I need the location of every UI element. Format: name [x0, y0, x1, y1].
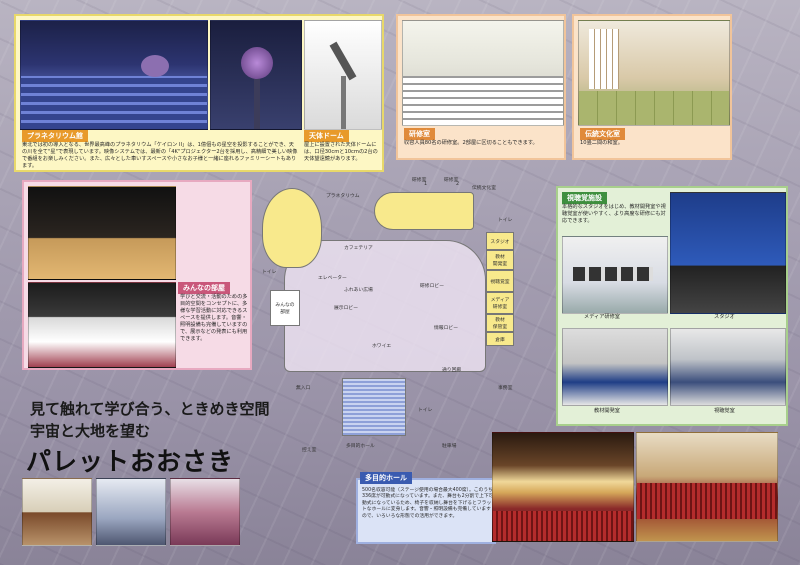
plan-label-training2-num: 2 [456, 182, 460, 187]
plan-label-training1: 研修室 [412, 178, 427, 183]
minna-room-photo-2 [28, 282, 176, 368]
observatory-description: 屋上に設置された天体ドームには、口径30cmと10cmの2台の天体望遠鏡がありま… [304, 142, 378, 162]
plan-storage: 倉庫 [486, 332, 514, 346]
minna-room-caption: みんなの部屋 [178, 282, 230, 294]
plan-label-toilet-mid: トイレ [418, 408, 433, 413]
plan-label-toilet-top: トイレ [498, 218, 513, 223]
telescope-photo [304, 20, 382, 130]
thumbnail-building-3 [170, 478, 240, 546]
material-dev-label: 教材開発室 [594, 408, 620, 414]
plan-label-office: 事務室 [498, 386, 513, 391]
plan-label-training2: 研修室 [444, 178, 459, 183]
minna-room-photo-1 [28, 186, 176, 280]
culture-room-panel: 伝統文化室 10畳二間の和室。 [572, 14, 732, 160]
studio-photo [670, 192, 786, 314]
slogan-line2: 宇宙と大地を望む [30, 422, 151, 440]
plan-label-dressing: 控え室 [302, 448, 317, 453]
training-room-description: 収容人員80名の研修室。2部屋に区切ることもできます。 [404, 140, 538, 146]
plan-label-training-lobby: 研修ロビー [420, 284, 444, 289]
plan-label-exhibit-lobby: 展示ロビー [334, 306, 358, 311]
plan-material-storage: 教材 保管室 [486, 314, 514, 332]
av-facility-panel: 視聴覚施設 本格的なスタジオをはじめ、教材開発室や視聴覚室が使いやすく、より高度… [556, 186, 788, 426]
planetarium-caption: プラネタリウム館 [22, 130, 88, 142]
plan-label-training1-num: 1 [424, 182, 428, 187]
plan-label-culture: 伝統文化室 [472, 186, 496, 191]
projector-photo [210, 20, 302, 130]
plan-label-foyer: ホワイエ [372, 344, 392, 349]
culture-room-caption: 伝統文化室 [580, 128, 625, 140]
plan-label-parking: 駐車場 [442, 444, 457, 449]
planetarium-seats-photo [20, 20, 208, 130]
plan-outline [284, 240, 486, 372]
av-room-photo [670, 328, 786, 406]
plan-av-room: 視聴覚室 [486, 270, 514, 292]
training-room-photo [402, 20, 564, 126]
plan-label-entrance: 無入口 [296, 386, 311, 391]
planetarium-panel: プラネタリウム館 天体ドーム 東北では初の導入となる、世界最高峰のプラネタリウム… [14, 14, 384, 172]
training-room-panel: 研修室 収容人員80名の研修室。2部屋に区切ることもできます。 [396, 14, 566, 160]
slogan-line1: 見て触れて学び合う、ときめき空間 [30, 400, 270, 418]
hall-description: 500名収容可能（ステージ使用の場合最大400席）。このうち336席が可動式にな… [362, 488, 494, 519]
observatory-caption: 天体ドーム [304, 130, 349, 142]
plan-studio: スタジオ [486, 232, 514, 250]
studio-label: スタジオ [714, 314, 735, 320]
media-training-photo [562, 236, 668, 314]
plan-label-cafeteria: カフェテリア [344, 246, 373, 251]
plan-hall [342, 378, 406, 436]
plan-media: メディア 研修室 [486, 292, 514, 314]
av-facility-description: 本格的なスタジオをはじめ、教材開発室や視聴覚室が使いやすく、より高度な研修にも対… [562, 204, 666, 224]
training-room-caption: 研修室 [404, 128, 435, 140]
plan-label-planetarium: プラネタリウム [326, 194, 360, 199]
av-room-label: 視聴覚室 [714, 408, 735, 414]
facility-name: パレットおおさき [26, 447, 235, 476]
japanese-room-photo [578, 20, 730, 126]
plan-training-rooms [374, 192, 474, 230]
minna-room-description: 学びと交流・活動のための多目的空間をコンセプトに、多様な学習活動に対応できるスペ… [180, 294, 248, 342]
hall-seating-photo [636, 432, 778, 542]
culture-room-description: 10畳二間の和室。 [580, 140, 623, 146]
hall-caption: 多目的ホール [360, 472, 412, 484]
plan-label-hall: 多目的ホール [346, 444, 375, 449]
plan-planetarium [262, 188, 322, 268]
plan-label-toilet-left: トイレ [262, 270, 277, 275]
hall-panel: 多目的ホール 500名収容可能（ステージ使用の場合最大400席）。このうち336… [356, 472, 496, 544]
media-training-label: メディア研修室 [584, 314, 620, 320]
material-dev-photo [562, 328, 668, 406]
plan-label-info-lobby: 情報ロビー [434, 326, 458, 331]
plan-material-dev: 教材 開発室 [486, 250, 514, 270]
plan-minna-room: みんなの 部屋 [270, 290, 300, 326]
floor-plan: プラネタリウム 研修室 1 研修室 2 伝統文化室 トイレ スタジオ 教材 開発… [252, 170, 552, 460]
plan-label-elevator: エレベーター [318, 276, 347, 281]
plan-label-passage: 通り回廊 [442, 368, 462, 373]
minna-room-panel: みんなの部屋 学びと交流・活動のための多目的空間をコンセプトに、多様な学習活動に… [22, 180, 252, 370]
thumbnail-building-1 [22, 478, 92, 546]
plan-label-plaza: ふれあい広場 [344, 288, 373, 293]
thumbnail-building-2 [96, 478, 166, 546]
planetarium-description: 東北では初の導入となる、世界最高峰のプラネタリウム「ケイロン II」は、1億個も… [22, 142, 298, 169]
hall-stage-photo [492, 432, 634, 542]
av-facility-caption: 視聴覚施設 [562, 192, 607, 204]
